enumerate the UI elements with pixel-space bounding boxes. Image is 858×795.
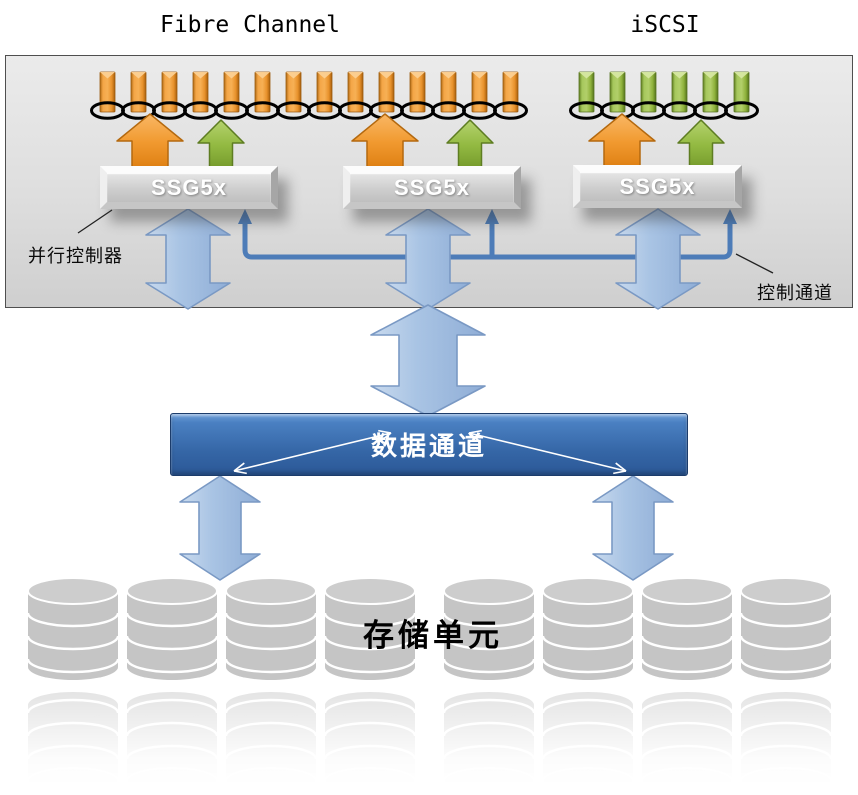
- controller-box-1: SSG5x: [100, 166, 278, 209]
- annotation-callout-lines: [77, 209, 774, 274]
- fc-port-pin-icon-bevel: [131, 72, 146, 79]
- storage-cylinder-icon: [323, 692, 417, 795]
- controller-box-3: SSG5x: [573, 165, 742, 208]
- storage-cylinder-icon: [739, 692, 833, 795]
- iscsi-port-pin-icon-bevel: [672, 72, 687, 79]
- green-up-arrow-icon: [197, 119, 245, 171]
- data-channel-label: 数据通道: [370, 431, 487, 461]
- storage-cylinder-icon: [739, 577, 833, 680]
- fc-port-pin-icon-bevel: [410, 72, 425, 79]
- storage-cylinder-icon: [26, 577, 120, 680]
- storage-cylinder-icon: [640, 692, 734, 795]
- storage-cylinder-icon: [640, 577, 734, 680]
- fibre-channel-title: Fibre Channel: [159, 12, 340, 38]
- fc-port-pin-icon-bevel: [224, 72, 239, 79]
- control-channel-lines: [238, 209, 737, 260]
- fc-port-pin-icon-bevel: [286, 72, 301, 79]
- control-channel-callout-line: [735, 253, 774, 274]
- parallel-controller-annotation: 并行控制器: [28, 246, 123, 266]
- fc-port-pin-icon-bevel: [193, 72, 208, 79]
- white-double-arrow-icon: [233, 429, 392, 475]
- storage-cylinder-icon: [224, 692, 318, 795]
- fc-port-pin-icon-bevel: [472, 72, 487, 79]
- storage-cylinder-icon: [125, 692, 219, 795]
- fc-port-pin-icon-bevel: [441, 72, 456, 79]
- control-channel-arrowhead-icon: [238, 209, 252, 224]
- fc-port-pin-icon-bevel: [317, 72, 332, 79]
- controller-box-2: SSG5x: [343, 166, 521, 209]
- iscsi-port-pin-icon-bevel: [641, 72, 656, 79]
- orange-up-arrow-icon: [351, 113, 419, 171]
- iscsi-port-pin-icon-bevel: [734, 72, 749, 79]
- iscsi-port-pin-icon-bevel: [703, 72, 718, 79]
- iscsi-port-pin-icon-bevel: [610, 72, 625, 79]
- data-channel-flow-arrows: [233, 429, 627, 475]
- fc-port-pin-icon-bevel: [348, 72, 363, 79]
- storage-cylinder-icon: [26, 692, 120, 795]
- fc-port-pin-icon-bevel: [255, 72, 270, 79]
- storage-cylinder-icon: [541, 692, 635, 795]
- storage-cylinders: [26, 577, 833, 680]
- fc-port-pin-icon-bevel: [379, 72, 394, 79]
- fc-port-pin-icon-bevel: [503, 72, 518, 79]
- controller-box-3-label: SSG5x: [619, 173, 696, 199]
- iscsi-title: iSCSI: [630, 12, 700, 38]
- host-uplink-arrows: [116, 113, 725, 171]
- storage-cylinder-icon: [224, 577, 318, 680]
- controller-box-1-label: SSG5x: [151, 174, 227, 200]
- iscsi-port-pin-icon-bevel: [579, 72, 594, 79]
- control-channel-annotation: 控制通道: [757, 283, 833, 303]
- blue-double-arrow-icon: [615, 208, 701, 310]
- blue-double-arrow-icon: [145, 208, 231, 310]
- white-double-arrow-icon: [468, 429, 627, 475]
- fc-port-pin-icon-bevel: [162, 72, 177, 79]
- blue-double-arrow-icon: [370, 304, 486, 417]
- control-channel-path: [242, 223, 733, 260]
- blue-double-arrows: [145, 208, 701, 581]
- storage-cylinder-icon: [442, 577, 536, 680]
- orange-up-arrow-icon: [588, 113, 656, 171]
- orange-up-arrow-icon: [116, 113, 184, 171]
- fc-port-pin-icon-bevel: [100, 72, 115, 79]
- storage-cylinder-icon: [541, 577, 635, 680]
- parallel-controller-callout-line: [77, 209, 113, 234]
- port-ring-icon: [724, 101, 759, 120]
- storage-cylinders-reflection: [26, 692, 833, 795]
- blue-double-arrow-icon: [179, 475, 261, 581]
- green-up-arrow-icon: [677, 119, 725, 171]
- port-ring-icon: [493, 101, 528, 120]
- controller-box-2-label: SSG5x: [394, 174, 470, 200]
- port-pins: [99, 71, 750, 113]
- control-channel-arrowhead-icon: [723, 209, 737, 224]
- storage-cylinder-icon: [125, 577, 219, 680]
- control-channel-arrowhead-icon: [485, 209, 499, 224]
- port-rings: [90, 101, 759, 120]
- storage-cylinder-icon: [323, 577, 417, 680]
- green-up-arrow-icon: [446, 119, 494, 171]
- storage-cylinder-icon: [442, 692, 536, 795]
- data-channel-bar: 数据通道: [170, 413, 688, 476]
- storage-unit-label: 存储单元: [363, 618, 503, 653]
- blue-double-arrow-icon: [592, 475, 674, 581]
